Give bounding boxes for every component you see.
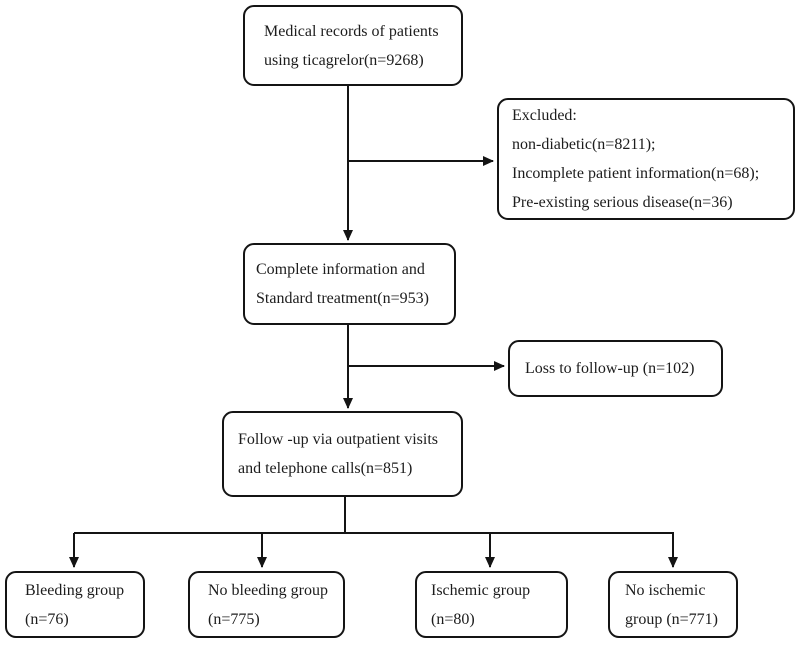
node-no-ischemic-group-label: No ischemic group (n=771): [625, 581, 719, 628]
node-no-bleeding-group-label: No bleeding group (n=775): [208, 581, 328, 628]
node-no-ischemic-group: No ischemic group (n=771): [608, 571, 738, 638]
node-bleeding-group-label: Bleeding group (n=76): [25, 581, 125, 628]
node-follow-up-label: Follow -up via outpatient visits and tel…: [238, 431, 438, 477]
node-complete-information-label: Complete information and Standard treatm…: [256, 261, 429, 307]
node-excluded: Excluded: non-diabetic(n=8211); Incomple…: [497, 98, 795, 220]
node-medical-records: Medical records of patients using ticagr…: [243, 5, 463, 86]
node-loss-to-follow-up: Loss to follow-up (n=102): [508, 340, 723, 397]
node-complete-information: Complete information and Standard treatm…: [243, 243, 456, 325]
node-ischemic-group-label: Ischemic group (n=80): [431, 581, 531, 628]
node-loss-to-follow-up-label: Loss to follow-up (n=102): [525, 360, 695, 377]
node-no-bleeding-group: No bleeding group (n=775): [188, 571, 345, 638]
node-excluded-label: Excluded: non-diabetic(n=8211); Incomple…: [512, 107, 760, 211]
node-bleeding-group: Bleeding group (n=76): [5, 571, 145, 638]
node-medical-records-label: Medical records of patients using ticagr…: [264, 22, 439, 69]
node-follow-up: Follow -up via outpatient visits and tel…: [222, 411, 463, 497]
node-ischemic-group: Ischemic group (n=80): [415, 571, 568, 638]
